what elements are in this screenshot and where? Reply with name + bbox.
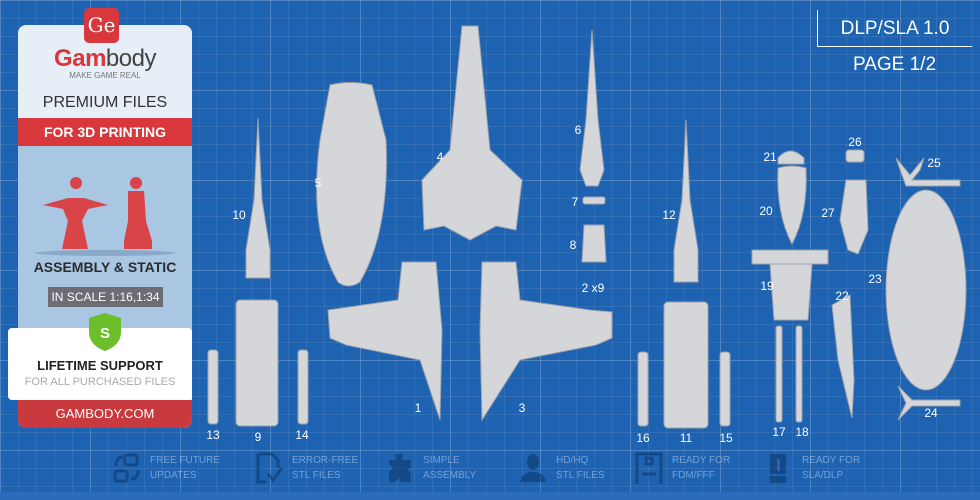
feature-line: STL FILES — [292, 470, 341, 481]
part-18 — [795, 325, 803, 423]
part-25 — [895, 157, 961, 187]
part-label: 6 — [574, 123, 582, 137]
website-link[interactable]: GAMBODY.COM — [18, 400, 192, 428]
part-5 — [316, 82, 387, 287]
for-3d-printing-banner: FOR 3D PRINTING — [18, 118, 192, 146]
assembly-static-label: ASSEMBLY & STATIC — [33, 259, 177, 275]
part-16 — [637, 351, 649, 427]
part-12 — [673, 119, 699, 283]
feature-line: SIMPLE — [423, 455, 460, 466]
part-24 — [897, 385, 961, 421]
gambody-logo: Ge — [84, 8, 119, 43]
brand-name-a: Gam — [54, 45, 106, 72]
feature-line: FREE FUTURE — [150, 455, 220, 466]
part-21 — [777, 150, 805, 165]
feature-line: ERROR-FREE — [292, 455, 359, 466]
feature-hd-stl: HD/HQ STL FILES — [518, 452, 636, 484]
feature-line: FDM/FFF — [672, 470, 715, 481]
part-label: 10 — [232, 208, 246, 222]
feature-sla: READY FOR SLA/DLP — [764, 452, 882, 484]
part-label: 18 — [795, 425, 809, 439]
part-label: 7 — [571, 195, 579, 209]
part-label: 27 — [821, 206, 835, 220]
red-figures-icon — [35, 177, 175, 256]
part-label: 24 — [924, 406, 938, 420]
part-1 — [327, 261, 443, 421]
part-22 — [831, 294, 855, 419]
part-label: 22 — [835, 289, 849, 303]
sheet-title: DLP/SLA 1.0 — [817, 10, 972, 47]
fdm-printer-icon — [635, 452, 663, 484]
scale-badge: IN SCALE 1:16,1:34 — [48, 287, 163, 307]
svg-text:S: S — [100, 325, 110, 342]
part-label: 20 — [759, 204, 773, 218]
feature-line: HD/HQ — [556, 455, 589, 466]
feature-line: READY FOR — [672, 455, 731, 466]
page-number: PAGE 1/2 — [852, 54, 937, 75]
brand-name-b: body — [105, 45, 157, 72]
part-label: 12 — [662, 208, 676, 222]
part-label: 4 — [436, 150, 444, 164]
part-label: 23 — [868, 272, 882, 286]
tagline: MAKE GAME REAL — [69, 71, 141, 80]
feature-error-free: ERROR-FREE STL FILES — [254, 452, 372, 484]
part-8 — [581, 224, 607, 263]
part-label: 11 — [679, 431, 693, 445]
puzzle-icon — [389, 454, 411, 482]
feature-fdm: READY FOR FDM/FFF — [634, 452, 752, 484]
part-26 — [845, 149, 865, 163]
part-label: 3 — [518, 401, 526, 415]
part-19b — [769, 263, 813, 321]
part-4 — [421, 25, 523, 241]
part-9 — [235, 299, 279, 427]
part-label: 1 — [414, 401, 422, 415]
part-label: 14 — [295, 428, 309, 442]
feature-line: STL FILES — [556, 470, 605, 481]
part-label: 9 — [254, 430, 262, 444]
part-7 — [582, 196, 606, 205]
part-label: 2 x9 — [581, 281, 605, 295]
part-19 — [751, 249, 829, 265]
feature-line: SLA/DLP — [802, 470, 844, 481]
feature-line: ASSEMBLY — [423, 470, 477, 481]
model-parts — [207, 25, 967, 429]
part-label: 15 — [719, 431, 733, 445]
part-23 — [885, 189, 967, 391]
feature-line: READY FOR — [802, 455, 861, 466]
refresh-icon — [113, 453, 140, 483]
brand-block: Gambody MAKE GAME REAL PREMIUM FILES — [18, 0, 192, 118]
part-13 — [207, 349, 219, 425]
part-10 — [245, 117, 271, 279]
part-27 — [839, 179, 869, 255]
support-subtitle: FOR ALL PURCHASED FILES — [24, 376, 176, 388]
part-label: 13 — [206, 428, 220, 442]
part-label: 8 — [569, 238, 577, 252]
premium-files: PREMIUM FILES — [42, 94, 168, 111]
feature-simple-assembly: SIMPLE ASSEMBLY — [385, 452, 503, 484]
part-17 — [775, 325, 783, 423]
part-label: 21 — [763, 150, 777, 164]
part-20 — [777, 165, 807, 246]
part-label: 19 — [760, 279, 774, 293]
part-15 — [719, 351, 731, 427]
part-label: 16 — [636, 431, 650, 445]
feature-free-updates: FREE FUTURE UPDATES — [112, 452, 230, 484]
part-label: 5 — [314, 176, 322, 190]
part-14 — [297, 349, 309, 425]
bust-icon — [520, 454, 546, 482]
brand-name: Gambody — [18, 46, 192, 72]
feature-line: UPDATES — [150, 470, 197, 481]
file-check-icon — [256, 452, 284, 484]
part-6 — [579, 29, 605, 187]
part-label: 25 — [927, 156, 941, 170]
part-3 — [479, 261, 613, 422]
part-label: 17 — [772, 425, 786, 439]
part-11 — [663, 301, 709, 429]
footer-strip — [0, 492, 980, 500]
part-label: 26 — [848, 135, 862, 149]
sla-printer-icon — [770, 454, 786, 483]
lifetime-support: LIFETIME SUPPORT — [37, 358, 163, 373]
shield-icon: S — [89, 313, 121, 351]
